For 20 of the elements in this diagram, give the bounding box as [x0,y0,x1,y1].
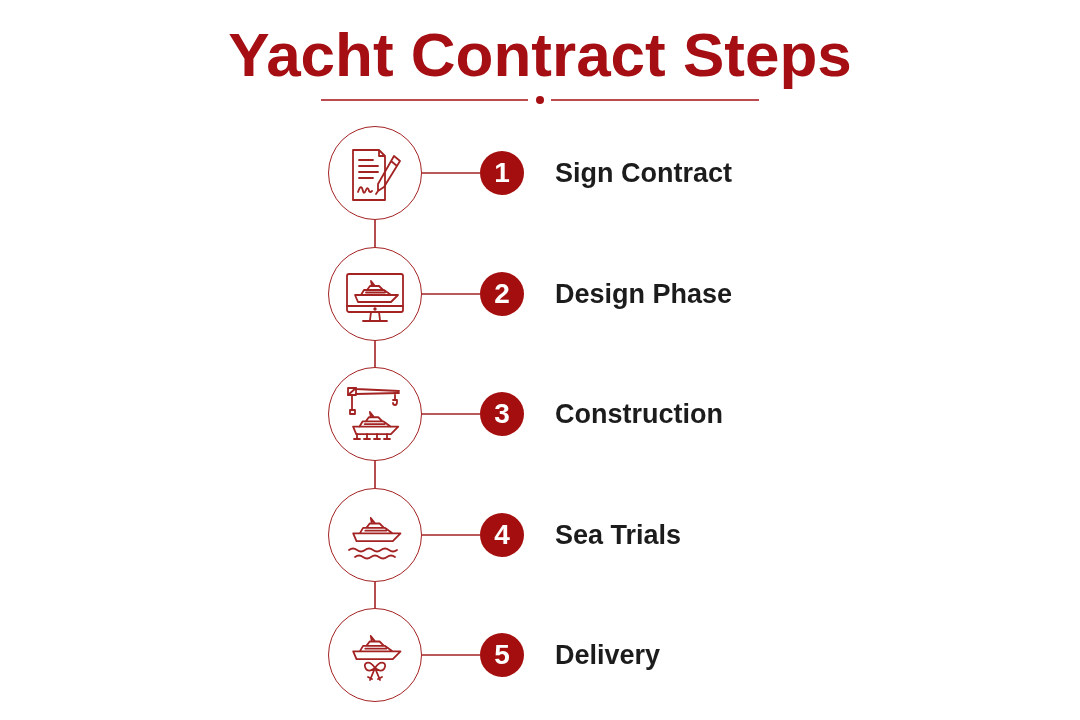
connector-line [421,293,481,295]
step-number: 2 [480,272,524,316]
step-label: Sign Contract [555,157,732,189]
connector-line [421,534,481,536]
step-number: 1 [480,151,524,195]
step-label: Construction [555,398,723,430]
step-number: 3 [480,392,524,436]
connector-line [374,340,376,368]
connector-line [421,172,481,174]
step-label: Sea Trials [555,519,682,551]
connector-line [374,581,376,609]
connector-line [374,219,376,248]
step-number: 5 [480,633,524,677]
title: Yacht Contract Steps [228,19,852,90]
step-label: Delivery [555,639,661,671]
step-number: 4 [480,513,524,557]
connector-line [374,460,376,489]
connector-line [421,654,481,656]
step-label: Design Phase [555,278,733,310]
connector-line [421,413,481,415]
